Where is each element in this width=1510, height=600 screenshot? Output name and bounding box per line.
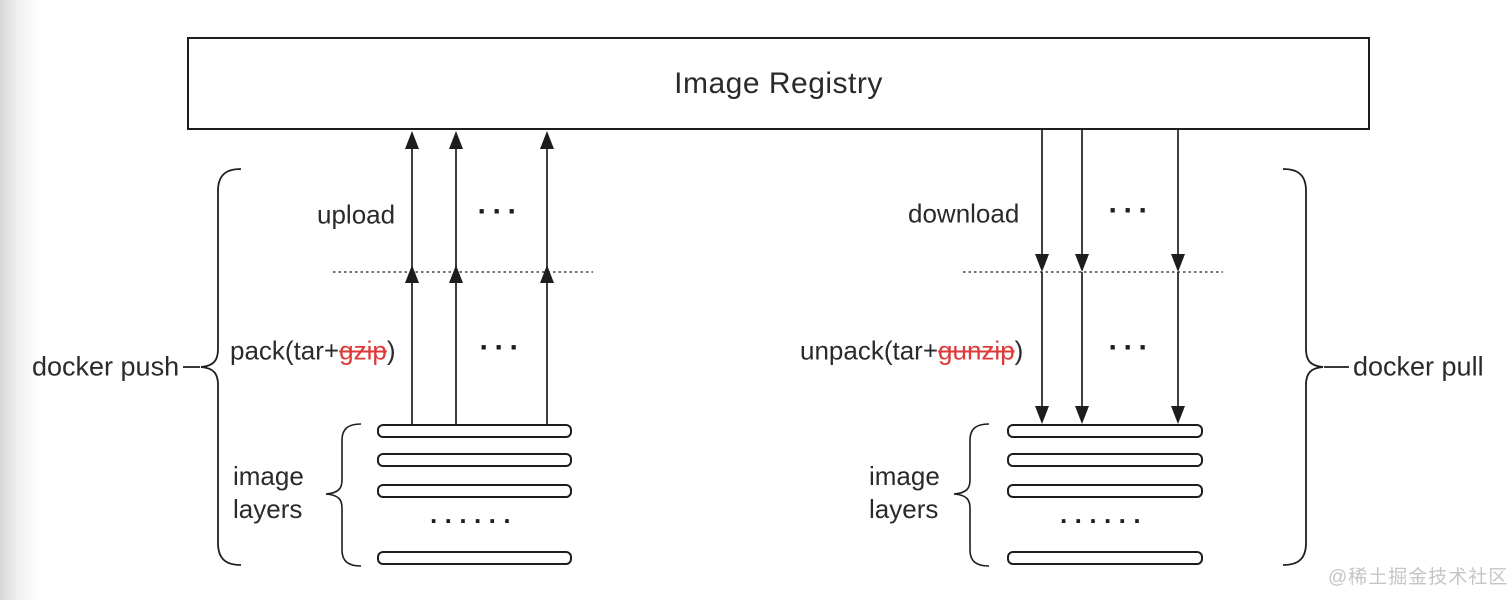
download-arrow	[1035, 130, 1185, 272]
watermark: @稀土掘金技术社区	[1328, 567, 1509, 588]
image-registry-box: Image Registry	[187, 37, 1370, 130]
pull-image-layers-brace	[953, 423, 990, 567]
pull-image-layer-rect	[1007, 424, 1203, 438]
push-image-layer-rect	[377, 424, 572, 438]
pack-arrow	[405, 265, 554, 424]
push-image-layers-brace	[325, 423, 362, 567]
upload-arrow	[405, 131, 554, 272]
pull-image-layers-label: image layers	[869, 461, 940, 524]
unpack-ellipsis: ···	[1108, 331, 1154, 364]
pull-image-layer-rect	[1007, 484, 1203, 498]
pack-label-prefix: pack(tar+	[230, 335, 340, 366]
pull-image-layer-rect	[1007, 551, 1203, 565]
push-image-layer-rect	[377, 453, 572, 467]
pull-image-layer-rect	[1007, 453, 1203, 467]
unpack-label-gunzip-strikethrough: gunzip	[938, 335, 1015, 366]
docker-pull-brace	[1282, 168, 1324, 566]
upload-label: upload	[317, 199, 396, 230]
docker-push-label: docker push	[32, 351, 180, 382]
pack-label-gzip-strikethrough: gzip	[339, 335, 387, 366]
docker-push-brace	[200, 168, 242, 566]
push-image-layer-dots: ······	[430, 505, 518, 536]
download-ellipsis: ···	[1108, 194, 1154, 227]
pack-ellipsis: ···	[479, 331, 525, 364]
unpack-label: unpack(tar+gunzip)	[800, 336, 1023, 367]
pack-label-suffix: )	[386, 335, 396, 366]
upload-ellipsis: ···	[477, 195, 523, 228]
pull-image-layer-dots: ······	[1060, 505, 1148, 536]
push-image-layer-rect	[377, 484, 572, 498]
unpack-arrow	[1035, 272, 1185, 424]
docker-pull-label: docker pull	[1353, 351, 1484, 382]
download-label: download	[908, 198, 1020, 229]
image-registry-title: Image Registry	[674, 66, 883, 100]
push-image-layers-label: image layers	[233, 461, 304, 524]
push-image-layer-rect	[377, 551, 572, 565]
unpack-label-suffix: )	[1014, 335, 1024, 366]
pack-label: pack(tar+gzip)	[230, 336, 395, 367]
unpack-label-prefix: unpack(tar+	[800, 335, 939, 366]
